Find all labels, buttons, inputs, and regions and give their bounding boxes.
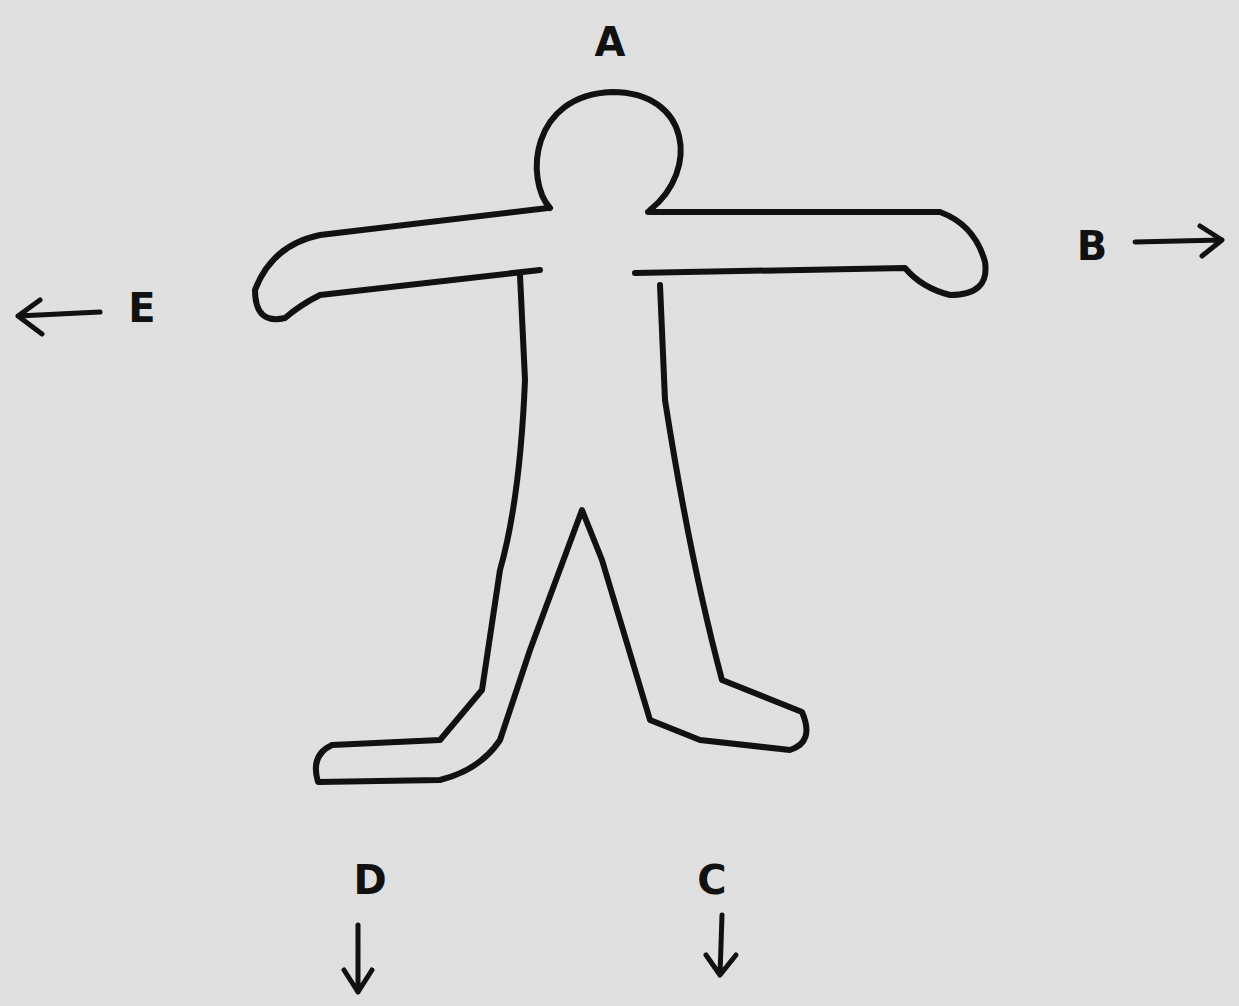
direction-label: B [1077, 226, 1108, 266]
arrow-right [1135, 226, 1222, 256]
arrow-down-left [344, 925, 372, 992]
figure-head [537, 92, 681, 210]
figure-right-arm [635, 212, 986, 295]
direction-label: E [128, 288, 155, 328]
arrow-left [18, 300, 100, 334]
arrow-down-right [706, 915, 736, 975]
direction-label: D [353, 860, 386, 900]
figure-body [316, 275, 807, 782]
direction-label: C [697, 860, 726, 900]
direction-label: A [595, 22, 626, 62]
figure-left-arm [255, 208, 548, 319]
